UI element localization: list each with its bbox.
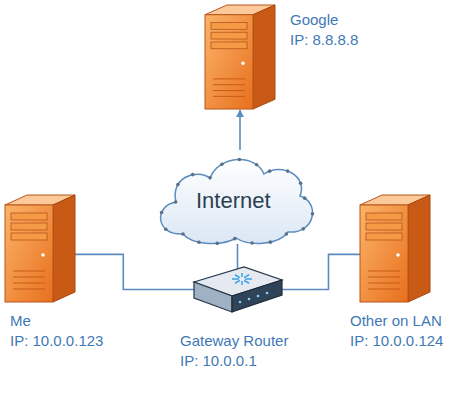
node-label: Internet xyxy=(196,188,271,214)
server-icon xyxy=(360,195,430,303)
ip-address: IP: 10.0.0.124 xyxy=(350,332,443,350)
server-node: GoogleIP: 8.8.8.8 xyxy=(205,5,385,115)
ip-address: IP: 10.0.0.123 xyxy=(10,332,103,350)
ip-address: IP: 10.0.0.1 xyxy=(180,352,257,370)
cloud-node: Internet xyxy=(148,146,318,248)
network-link xyxy=(239,110,241,150)
node-label: Other on LAN xyxy=(350,312,442,330)
network-link xyxy=(75,254,196,289)
network-link xyxy=(279,254,360,289)
server-node: MeIP: 10.0.0.123 xyxy=(5,195,145,355)
node-label: Me xyxy=(10,312,31,330)
node-label: Gateway Router xyxy=(180,332,288,350)
node-label: Google xyxy=(290,11,338,29)
server-node: Other on LAN IP: 10.0.0.124 xyxy=(350,195,472,355)
router-icon xyxy=(190,262,285,317)
server-icon xyxy=(5,195,75,303)
server-icon xyxy=(205,5,275,110)
network-link xyxy=(237,244,239,270)
router-node: Gateway RouterIP: 10.0.0.1 xyxy=(178,262,302,372)
ip-address: IP: 8.8.8.8 xyxy=(290,31,358,49)
